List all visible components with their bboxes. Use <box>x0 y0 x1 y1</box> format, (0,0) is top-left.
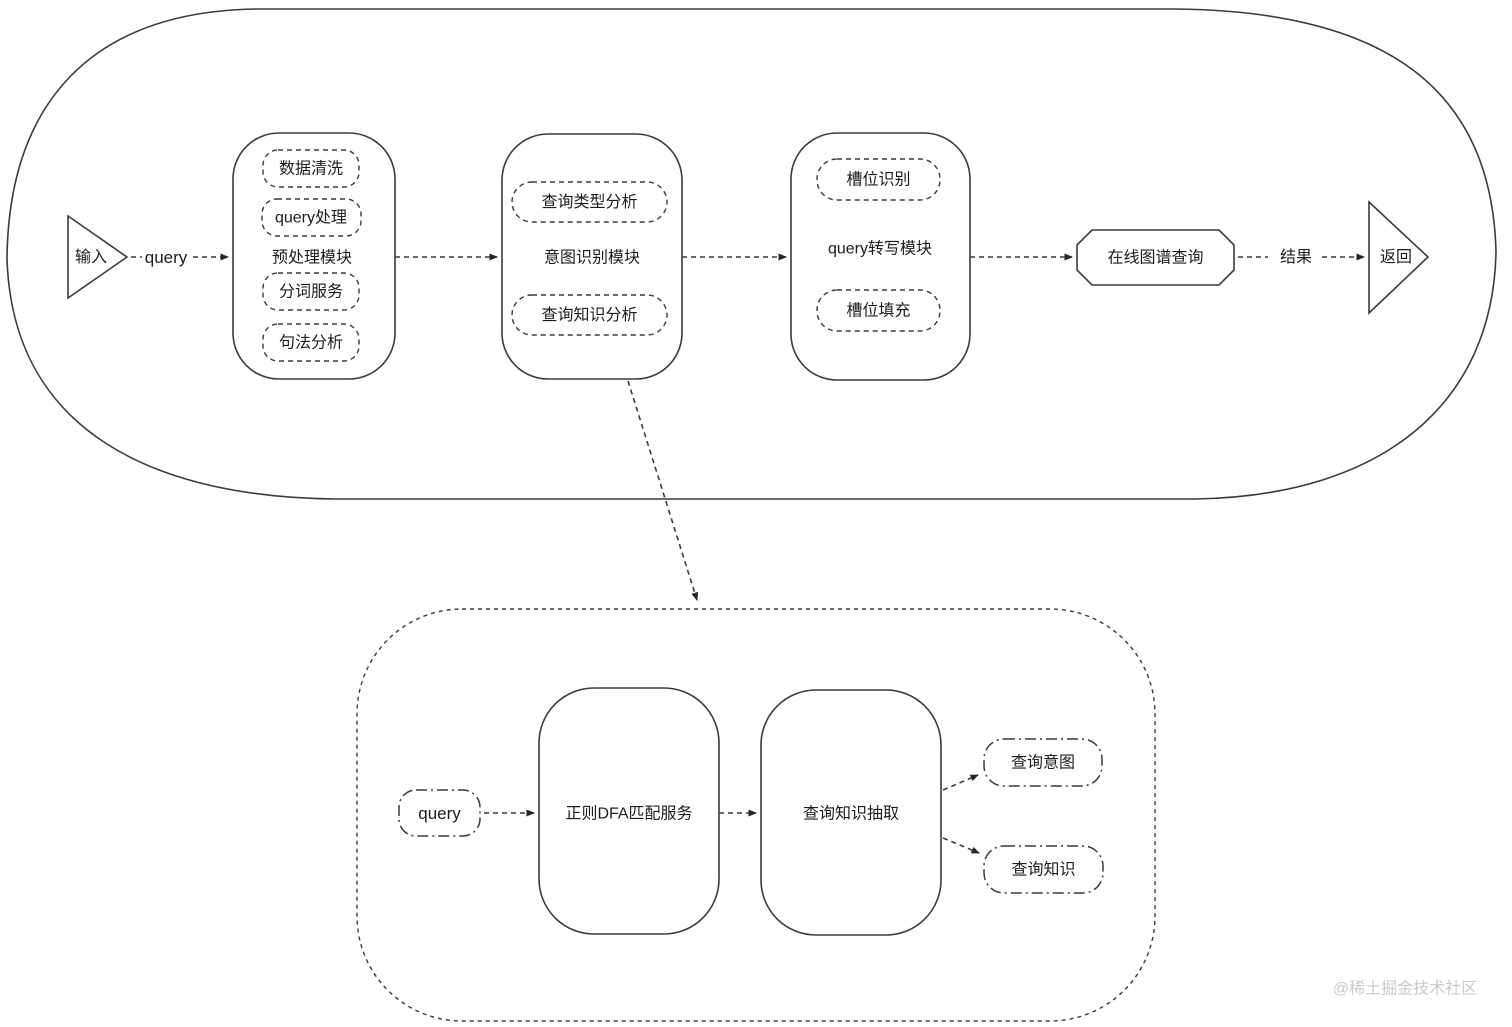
rewrite-step-label: 槽位识别 <box>846 171 910 189</box>
preprocess-step-box <box>262 272 360 311</box>
graph-query-box <box>1076 229 1235 286</box>
output-intent-node: 查询意图 <box>983 738 1103 787</box>
rewrite-step-box <box>816 289 941 332</box>
rewrite-module-title: query转写模块 <box>828 240 932 258</box>
knowledge-extract-label: 查询知识抽取 <box>803 805 899 823</box>
detail-query-input-box <box>398 789 481 837</box>
return-triangle <box>1368 200 1430 315</box>
input-triangle <box>67 214 129 300</box>
preprocess-step-box <box>262 149 360 188</box>
edge-extract-to-intent-output <box>942 774 979 791</box>
preprocess-step-box <box>261 198 362 237</box>
rewrite-module: 槽位识别 query转写模块 槽位填充 <box>790 132 971 381</box>
knowledge-extract-node: 查询知识抽取 <box>760 689 942 936</box>
graph-query-label: 在线图谱查询 <box>1107 249 1203 267</box>
output-knowledge-box <box>983 845 1104 894</box>
preprocess-step-label: 句法分析 <box>279 334 343 352</box>
rewrite-step-box <box>816 158 941 201</box>
online-pipeline-container <box>6 8 1497 500</box>
preprocess-step-label: 数据清洗 <box>279 160 343 178</box>
input-terminal: 输入 <box>67 214 129 300</box>
watermark: @稀土掘金技术社区 <box>1333 980 1477 998</box>
preprocess-module-box <box>232 132 396 380</box>
regex-dfa-box <box>538 687 720 935</box>
preprocess-step-label: query处理 <box>275 209 347 227</box>
preprocess-step-box <box>262 323 360 362</box>
detail-query-input-node: query <box>398 789 481 837</box>
intent-module-title: 意图识别模块 <box>544 248 640 267</box>
rewrite-step-label: 槽位填充 <box>846 302 910 320</box>
regex-dfa-label: 正则DFA匹配服务 <box>565 805 692 823</box>
return-terminal: 返回 <box>1368 200 1430 315</box>
regex-dfa-node: 正则DFA匹配服务 <box>538 687 720 935</box>
intent-step-label: 查询知识分析 <box>541 306 637 324</box>
preprocess-module: 数据清洗 query处理 预处理模块 分词服务 句法分析 <box>232 132 396 380</box>
intent-step-label: 查询类型分析 <box>541 193 637 211</box>
edge-label-query: query <box>145 248 188 267</box>
intent-step-box <box>511 294 668 336</box>
knowledge-extract-box <box>760 689 942 936</box>
edge-intent-to-detail <box>627 380 699 601</box>
return-terminal-label: 返回 <box>1380 248 1412 266</box>
input-terminal-label: 输入 <box>75 248 107 266</box>
output-intent-box <box>983 738 1103 787</box>
detail-query-input-label: query <box>418 804 461 823</box>
preprocess-module-title: 预处理模块 <box>272 249 352 267</box>
intent-module: 查询类型分析 意图识别模块 查询知识分析 <box>501 133 683 380</box>
output-knowledge-node: 查询知识 <box>983 845 1104 894</box>
edge-label-result: 结果 <box>1280 248 1312 266</box>
output-knowledge-label: 查询知识 <box>1011 861 1075 879</box>
intent-step-box <box>511 181 668 223</box>
edge-extract-to-knowledge-output <box>942 837 980 854</box>
preprocess-step-label: 分词服务 <box>279 283 343 301</box>
graph-query-node: 在线图谱查询 <box>1076 229 1235 286</box>
output-intent-label: 查询意图 <box>1011 753 1075 772</box>
